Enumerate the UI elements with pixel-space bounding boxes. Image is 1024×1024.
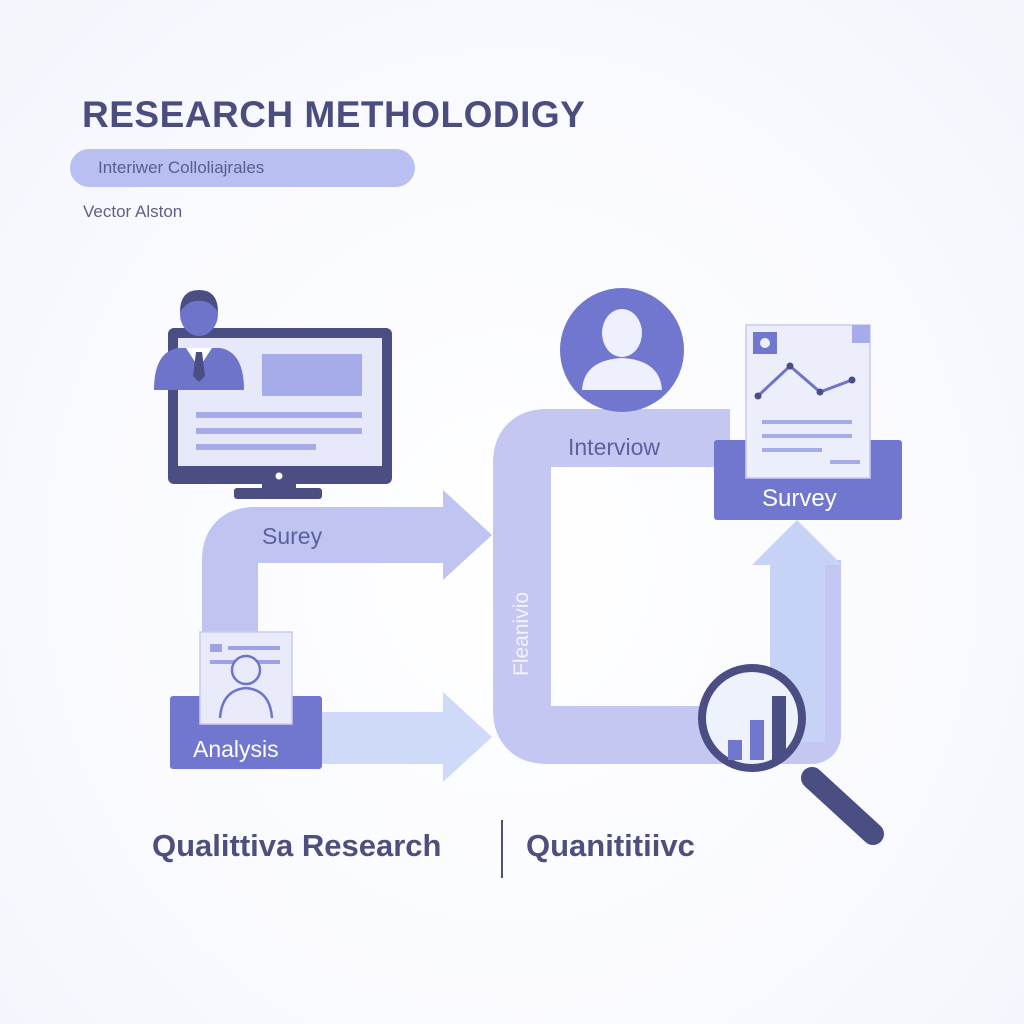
interview-avatar bbox=[560, 288, 684, 412]
subtitle-pill: Interiwer Colloliajrales bbox=[70, 149, 415, 187]
monitor-illustration bbox=[154, 290, 392, 499]
chart-point bbox=[786, 362, 794, 370]
screen-text-line bbox=[196, 428, 362, 434]
document-badge-dot bbox=[760, 338, 770, 348]
presenter-tie bbox=[193, 352, 205, 382]
upward-arrow-head bbox=[752, 520, 842, 565]
page-title: RESEARCH METHOLODIGY bbox=[82, 94, 586, 135]
document-text-line bbox=[762, 434, 852, 438]
screen-text-line bbox=[196, 412, 362, 418]
profile-shoulders bbox=[218, 686, 274, 719]
avatar-shoulders bbox=[582, 358, 662, 390]
chart-point bbox=[848, 376, 856, 384]
document-text-line bbox=[762, 420, 852, 424]
chart-point bbox=[754, 392, 762, 400]
magnifier-bar bbox=[772, 696, 786, 760]
survey-arrow-head bbox=[443, 490, 492, 580]
profile-head bbox=[230, 654, 262, 686]
document-text-line bbox=[762, 448, 822, 452]
avatar-head bbox=[602, 309, 642, 357]
chart-point bbox=[816, 388, 824, 396]
profile-card-line bbox=[228, 646, 280, 650]
qualitative-research-label: Qualittiva Research bbox=[152, 828, 442, 863]
analysis-box bbox=[170, 631, 322, 769]
quantitative-label: Quanititiivc bbox=[526, 828, 695, 863]
line-chart-trend bbox=[756, 363, 853, 398]
presenter-hair bbox=[180, 290, 218, 312]
vertical-loop-label: Fleanivio bbox=[510, 592, 533, 676]
survey-arrow bbox=[202, 490, 492, 640]
analysis-box-label: Analysis bbox=[193, 736, 279, 762]
analysis-arrow bbox=[318, 692, 492, 782]
magnifier-handle bbox=[801, 767, 884, 845]
document-text-line bbox=[830, 460, 860, 464]
survey-arrow-label: Surey bbox=[262, 523, 323, 549]
analysis-arrow-head bbox=[443, 692, 492, 782]
survey-box bbox=[714, 324, 902, 520]
profile-card-line bbox=[210, 644, 222, 652]
author-name: Vector Alston bbox=[83, 202, 183, 221]
magnifier-bar bbox=[750, 720, 764, 760]
subtitle-text: Interiwer Colloliajrales bbox=[98, 158, 265, 177]
center-loop-band bbox=[493, 409, 841, 764]
monitor-base bbox=[234, 488, 322, 499]
center-loop bbox=[493, 409, 841, 764]
interview-label: Interviow bbox=[568, 434, 660, 460]
analysis-arrow-shaft bbox=[318, 712, 446, 764]
monitor-power-dot bbox=[275, 472, 283, 480]
survey-box-label: Survey bbox=[762, 485, 837, 512]
document-corner-mark bbox=[852, 325, 870, 343]
screen-image-block bbox=[262, 354, 362, 396]
magnifier-bar bbox=[728, 740, 742, 760]
presenter-head bbox=[180, 292, 218, 336]
footer-divider bbox=[501, 820, 503, 878]
magnifier-illustration bbox=[698, 664, 884, 845]
screen-text-line bbox=[196, 444, 316, 450]
survey-arrow-band bbox=[202, 507, 448, 640]
